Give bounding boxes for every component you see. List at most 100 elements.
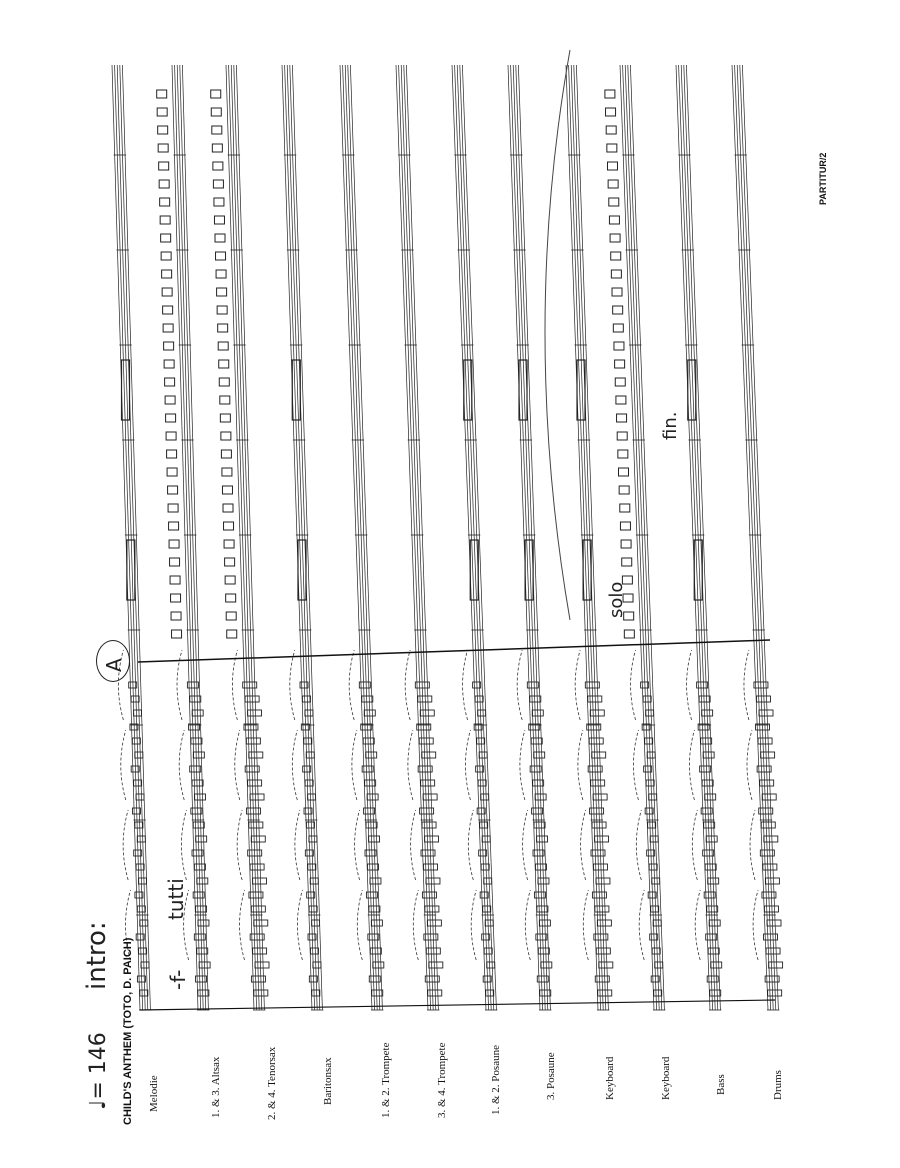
note-figure <box>212 161 224 171</box>
long-note <box>463 359 473 421</box>
note-figure <box>166 467 178 477</box>
note-figure <box>161 287 173 297</box>
note-figure <box>614 377 626 387</box>
note-figure <box>168 521 180 531</box>
note-figure <box>616 431 628 441</box>
phrase-curve <box>544 49 571 621</box>
note-figure <box>213 215 225 225</box>
long-note <box>291 359 301 421</box>
intro-annotation: intro: <box>82 921 112 990</box>
note-figure <box>158 161 170 171</box>
note-figure <box>160 251 172 261</box>
staff <box>281 64 324 1011</box>
instrument-label-posaune-1-2: 1. & 2. Posaune <box>490 1045 502 1115</box>
note-figure <box>617 467 629 477</box>
note-figure <box>222 503 234 513</box>
long-note <box>469 539 479 601</box>
note-figure <box>161 269 173 279</box>
note-figure <box>165 431 177 441</box>
fine-annotation: fin. <box>660 411 681 440</box>
page-label: PARTITUR/2 <box>818 152 828 205</box>
note-figure <box>221 485 233 495</box>
note-figure <box>218 359 230 369</box>
note-figure <box>212 179 224 189</box>
tempo-marking: ♩= 146 <box>86 1032 111 1110</box>
system-bottom-line <box>139 999 776 1011</box>
note-figure <box>170 593 182 603</box>
note-figure <box>220 449 232 459</box>
note-figure <box>156 89 168 99</box>
note-figure <box>615 395 627 405</box>
instrument-label-posaune-3: 3. Posaune <box>545 1052 557 1100</box>
note-figure <box>162 305 174 315</box>
note-figure <box>214 233 226 243</box>
long-note <box>120 359 131 421</box>
note-figure <box>226 629 238 639</box>
note-figure <box>612 305 624 315</box>
note-figure <box>213 197 225 207</box>
note-figure <box>158 179 170 189</box>
instrument-label-trompete-1-2: 1. & 2. Trompete <box>380 1042 392 1118</box>
instrument-label-keyboard-1: Keyboard <box>604 1056 616 1100</box>
note-figure <box>211 143 223 153</box>
note-figure <box>169 575 181 585</box>
instrument-label-baritonsax: Baritonsax <box>322 1057 334 1105</box>
note-figure <box>159 215 171 225</box>
instrument-label-trompete-3-4: 3. & 4. Trompete <box>436 1042 448 1118</box>
note-figure <box>616 413 628 423</box>
note-figure <box>606 161 618 171</box>
note-figure <box>221 467 233 477</box>
note-figure <box>164 377 176 387</box>
note-figure <box>225 611 237 621</box>
staff <box>395 64 444 1011</box>
note-figure <box>604 89 616 99</box>
note-figure <box>169 557 181 567</box>
note-figure <box>164 395 176 405</box>
long-note <box>693 539 703 601</box>
note-figure <box>612 323 624 333</box>
note-figure <box>618 485 630 495</box>
dynamic-marking: -f- <box>166 969 190 990</box>
note-figure <box>216 287 228 297</box>
note-figure <box>219 413 231 423</box>
long-note <box>687 359 697 421</box>
instrument-label-altsax: 1. & 3. Altsax <box>210 1056 222 1118</box>
note-figure <box>218 377 230 387</box>
tutti-annotation: tutti <box>164 878 188 920</box>
note-figure <box>606 143 618 153</box>
note-figure <box>619 521 631 531</box>
note-figure <box>224 557 236 567</box>
note-figure <box>163 359 175 369</box>
note-figure <box>613 341 625 351</box>
long-note <box>126 539 136 601</box>
instrument-label-drums: Drums <box>772 1070 784 1100</box>
note-figure <box>610 269 622 279</box>
note-figure <box>160 233 172 243</box>
note-figure <box>623 611 635 621</box>
note-figure <box>614 359 626 369</box>
note-figure <box>211 125 223 135</box>
long-note <box>297 539 307 601</box>
note-figure <box>215 251 227 261</box>
note-figure <box>167 485 179 495</box>
staff <box>619 64 666 1011</box>
long-note <box>582 539 592 601</box>
note-figure <box>225 593 237 603</box>
note-figure <box>224 575 236 585</box>
note-figure <box>217 341 229 351</box>
note-figure <box>171 629 183 639</box>
note-figure <box>159 197 171 207</box>
note-figure <box>217 323 229 333</box>
note-figure <box>621 575 633 585</box>
note-figure <box>157 143 169 153</box>
note-figure <box>156 107 168 117</box>
rehearsal-mark-circle <box>96 640 130 682</box>
note-figure <box>170 611 182 621</box>
note-figure <box>621 557 633 567</box>
staff <box>225 64 270 1011</box>
long-note <box>518 359 528 421</box>
note-figure <box>216 305 228 315</box>
piece-title: CHILD'S ANTHEM (TOTO, D. PAICH) <box>122 937 134 1125</box>
